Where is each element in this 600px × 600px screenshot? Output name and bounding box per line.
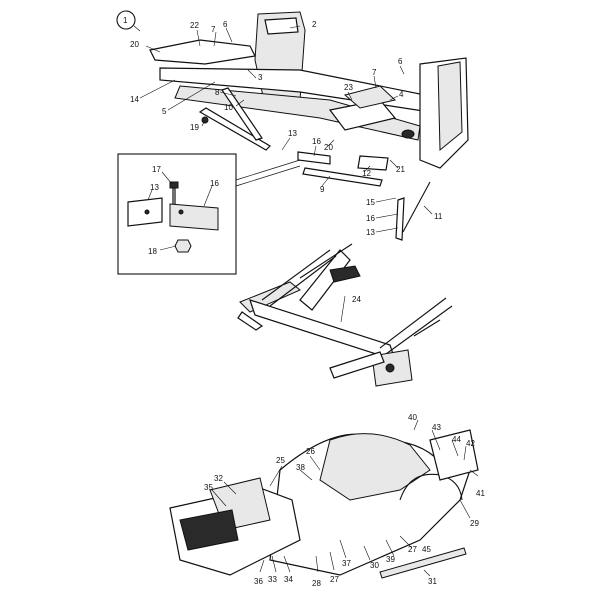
callout-31: 31 — [428, 577, 437, 586]
callout-3: 3 — [258, 73, 263, 82]
callout-36: 36 — [254, 577, 263, 586]
lower-strut — [198, 107, 271, 151]
callout-9: 9 — [320, 185, 325, 194]
callout-8: 8 — [215, 88, 220, 97]
tub-floor-panel — [319, 433, 431, 501]
callout-25: 25 — [276, 456, 285, 465]
callout-45: 45 — [422, 545, 431, 554]
inset-detail: 17 13 16 18 — [117, 153, 301, 275]
callout-43: 43 — [432, 423, 441, 432]
callout-12: 12 — [362, 169, 371, 178]
bulkhead-bolt-hole — [401, 129, 415, 139]
callout-15: 15 — [366, 198, 375, 207]
main-cross-beam — [249, 299, 396, 361]
inset-plate-hole — [144, 209, 150, 215]
right-upper-bracket — [343, 85, 397, 109]
upper-left-arm — [261, 249, 337, 307]
inset-pointer — [235, 159, 301, 187]
callout-16-inset: 16 — [210, 179, 219, 188]
callout-7-right: 7 — [372, 68, 377, 77]
right-arm-inner — [413, 319, 441, 337]
callout-38: 38 — [296, 463, 305, 472]
callout-29: 29 — [470, 519, 479, 528]
callout-6: 6 — [223, 20, 228, 29]
callout-23: 23 — [344, 83, 353, 92]
callout-27-lower: 27 — [330, 575, 339, 584]
callout-42: 42 — [466, 439, 475, 448]
callout-33: 33 — [268, 575, 277, 584]
callout-13-right: 13 — [366, 228, 375, 237]
front-cross-brace — [179, 509, 239, 551]
callout-26: 26 — [306, 447, 315, 456]
top-leader-lines — [139, 25, 433, 233]
rear-bulkhead — [429, 429, 479, 481]
callout-30: 30 — [370, 561, 379, 570]
callout-6-right: 6 — [398, 57, 403, 66]
bracket-12 — [357, 155, 389, 171]
lower-left-link — [237, 311, 264, 331]
callout-22: 22 — [190, 21, 199, 30]
right-hub-pivot — [385, 363, 395, 373]
callout-13-inset: 13 — [150, 183, 159, 192]
tower-cap — [264, 17, 299, 35]
callout-19: 19 — [190, 123, 199, 132]
front-frame-assembly: 1 22 7 6 2 20 14 5 — [116, 10, 469, 241]
callout-21: 21 — [396, 165, 405, 174]
callout-16: 16 — [312, 137, 321, 146]
callout-44: 44 — [452, 435, 461, 444]
bracket-16 — [297, 151, 331, 165]
left-arm-inner — [299, 243, 353, 279]
middle-leader — [340, 295, 346, 323]
callout-28: 28 — [312, 579, 321, 588]
view-marker-label: 1 — [123, 16, 128, 25]
central-post — [299, 249, 351, 311]
callout-2: 2 — [312, 20, 317, 29]
sill-strip — [379, 547, 467, 579]
callout-11: 11 — [434, 212, 443, 221]
central-post-cap — [329, 265, 361, 283]
callout-34: 34 — [284, 575, 293, 584]
callout-4: 4 — [399, 90, 404, 99]
callout-13: 13 — [288, 129, 297, 138]
inset-leaders — [147, 171, 213, 251]
upper-right-arm — [379, 297, 453, 355]
bulkhead-panel — [437, 61, 463, 152]
callout-35: 35 — [204, 483, 213, 492]
callout-32: 32 — [214, 474, 223, 483]
callout-20: 20 — [130, 40, 139, 49]
callout-5: 5 — [162, 107, 167, 116]
inset-nut — [174, 239, 192, 253]
callout-14: 14 — [130, 95, 139, 104]
callout-41: 41 — [476, 489, 485, 498]
callout-27: 27 — [408, 545, 417, 554]
callout-16-right: 16 — [366, 214, 375, 223]
stay-rod — [402, 181, 431, 233]
callout-18: 18 — [148, 247, 157, 256]
callout-20-lower: 20 — [324, 143, 333, 152]
callout-39: 39 — [386, 555, 395, 564]
view-marker-arrow — [133, 25, 141, 32]
callout-24: 24 — [352, 295, 361, 304]
inset-plate-16 — [169, 203, 219, 231]
bottom-leader-lines — [211, 419, 479, 577]
callout-7: 7 — [211, 25, 216, 34]
callout-40: 40 — [408, 413, 417, 422]
diagonal-strut — [221, 87, 263, 141]
stay-bracket — [395, 197, 405, 241]
body-tub-assembly: 40 43 44 42 26 38 25 32 35 41 29 27 45 3… — [169, 413, 485, 588]
lower-right-link — [329, 351, 385, 379]
tie-rod — [302, 167, 383, 187]
callout-37: 37 — [342, 559, 351, 568]
callout-10: 10 — [224, 103, 233, 112]
callout-17: 17 — [152, 165, 161, 174]
subframe-assembly: 24 — [237, 243, 453, 387]
inset-bolt-head — [169, 181, 179, 189]
upper-mount-plate — [149, 39, 256, 65]
inset-slot — [178, 209, 184, 215]
view-marker-circle — [116, 10, 136, 30]
inset-frame — [117, 153, 237, 275]
